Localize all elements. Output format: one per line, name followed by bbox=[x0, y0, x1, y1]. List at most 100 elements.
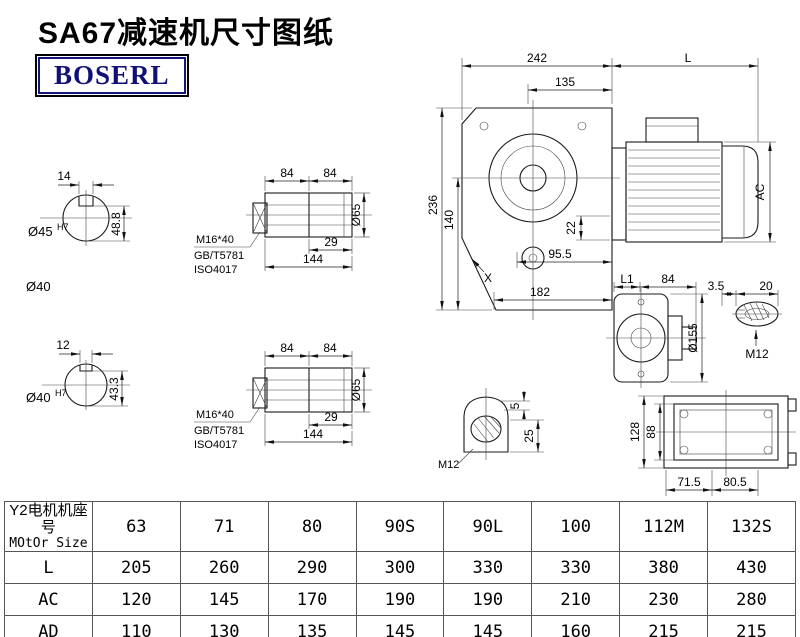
dim-total-length: 144 bbox=[303, 252, 323, 266]
shaft-end-detail: 5 25 M12 bbox=[438, 388, 544, 471]
table-row-frame-sizes: Y2电机机座号 MOtOr Size 63 71 80 90S 90L 100 … bbox=[4, 501, 796, 552]
value-cell: 215 bbox=[707, 615, 796, 637]
frame-size-cell: 80 bbox=[267, 501, 357, 552]
bore-dia-label: Ø40 bbox=[26, 390, 51, 405]
dim-base-width: 182 bbox=[530, 285, 550, 299]
dim-shaft-dia: Ø65 bbox=[349, 378, 363, 401]
dim-total-length: 144 bbox=[303, 427, 323, 441]
standard-label-iso: ISO4017 bbox=[194, 264, 237, 276]
value-cell: 380 bbox=[619, 551, 708, 584]
dim-L1: L1 bbox=[620, 272, 634, 286]
thread-label: M12 bbox=[438, 459, 459, 471]
value-cell: 135 bbox=[267, 615, 357, 637]
bolt-spec-label: M16*40 bbox=[196, 409, 234, 421]
value-cell: 215 bbox=[619, 615, 708, 637]
bore-fit-label: H7 bbox=[57, 222, 69, 232]
standard-label-iso: ISO4017 bbox=[194, 439, 237, 451]
value-cell: 280 bbox=[707, 583, 796, 616]
value-cell: 260 bbox=[179, 551, 269, 584]
output-shaft-view-2: 84 84 29 144 Ø65 M16*40 GB/T5781 ISO4017 bbox=[194, 341, 372, 451]
frame-size-cell: 100 bbox=[531, 501, 621, 552]
dim-housing-dia: Ø155 bbox=[686, 323, 700, 353]
value-cell: 160 bbox=[531, 615, 621, 637]
dim-motor-length-L: L bbox=[685, 51, 692, 65]
value-cell: 330 bbox=[531, 551, 621, 584]
bore-section-bottom: 12 43.3 Ø40 H7 bbox=[26, 338, 130, 410]
dim-segment-1: 84 bbox=[280, 341, 294, 355]
dim-key-length: 29 bbox=[324, 410, 338, 424]
dim-inner-height: 88 bbox=[644, 425, 658, 439]
motor-size-table: Y2电机机座号 MOtOr Size 63 71 80 90S 90L 100 … bbox=[4, 501, 796, 637]
dim-height: 128 bbox=[628, 422, 642, 442]
dim-25: 25 bbox=[522, 429, 536, 443]
dim-motor-dia-AC: AC bbox=[753, 183, 767, 200]
frame-size-cell: 132S bbox=[707, 501, 796, 552]
output-shaft-view-1: 84 84 29 144 Ø65 M16*40 GB/T5781 ISO4017 bbox=[194, 166, 372, 276]
value-cell: 130 bbox=[179, 615, 269, 637]
value-cell: 210 bbox=[531, 583, 621, 616]
dim-span-left: 71.5 bbox=[677, 475, 701, 489]
dim-step: 22 bbox=[564, 221, 578, 235]
value-cell: 145 bbox=[179, 583, 269, 616]
dim-segment-1: 84 bbox=[280, 166, 294, 180]
frame-size-cell: 112M bbox=[619, 501, 708, 552]
dim-5: 5 bbox=[508, 402, 522, 409]
value-cell: 300 bbox=[355, 551, 445, 584]
dim-center-to-face: 135 bbox=[555, 75, 575, 89]
value-cell: 290 bbox=[267, 551, 357, 584]
brand-logo: BOSERL bbox=[35, 54, 189, 97]
brand-logo-text: BOSERL bbox=[38, 57, 186, 94]
table-row-AC: AC 120 145 170 190 190 210 230 280 bbox=[4, 583, 796, 616]
frame-size-cell: 71 bbox=[179, 501, 269, 552]
dim-half-width: 95.5 bbox=[548, 247, 572, 261]
header-cn: Y2电机机座号 bbox=[9, 502, 88, 536]
dim-span-right: 80.5 bbox=[723, 475, 747, 489]
dim-segment-2: 84 bbox=[323, 166, 337, 180]
value-cell: 205 bbox=[91, 551, 181, 584]
dim-key-depth: 3.5 bbox=[708, 279, 725, 293]
bore-mid-label: Ø40 bbox=[26, 279, 51, 294]
gearbox-side-view: L1 84 Ø155 20 3.5 M12 bbox=[606, 272, 782, 388]
standard-label-gb: GB/T5781 bbox=[194, 425, 244, 437]
dim-shaft-dia: Ø65 bbox=[349, 203, 363, 226]
dim-keyway-width: 14 bbox=[57, 169, 71, 183]
dim-key-length: 29 bbox=[324, 235, 338, 249]
table-row-L: L 205 260 290 300 330 330 380 430 bbox=[4, 551, 796, 584]
value-cell: 110 bbox=[91, 615, 181, 637]
dim-depth: 84 bbox=[661, 272, 675, 286]
frame-size-cell: 90L bbox=[443, 501, 533, 552]
value-cell: 190 bbox=[355, 583, 445, 616]
table-header-motor-size: Y2电机机座号 MOtOr Size bbox=[4, 501, 93, 552]
dim-overall-height: 48.8 bbox=[109, 212, 123, 236]
bore-fit-label: H7 bbox=[55, 388, 67, 398]
standard-label-gb: GB/T5781 bbox=[194, 250, 244, 262]
dim-overall-height: 43.3 bbox=[107, 377, 121, 401]
page-title: SA67减速机尺寸图纸 bbox=[38, 17, 335, 50]
value-cell: 145 bbox=[443, 615, 533, 637]
dim-keyway-width: 12 bbox=[56, 338, 70, 352]
bolt-spec-label: M16*40 bbox=[196, 234, 234, 246]
dim-total-height: 236 bbox=[426, 195, 440, 215]
value-cell: 120 bbox=[91, 583, 181, 616]
value-cell: 190 bbox=[443, 583, 533, 616]
row-label: AC bbox=[4, 583, 93, 616]
dim-segment-2: 84 bbox=[323, 341, 337, 355]
row-label: L bbox=[4, 551, 93, 584]
value-cell: 230 bbox=[619, 583, 708, 616]
dim-key-width: 20 bbox=[759, 279, 773, 293]
surface-ref-label: X bbox=[484, 271, 492, 285]
table-row-AD: AD 110 130 135 145 145 160 215 215 bbox=[4, 615, 796, 637]
dim-axis-height: 140 bbox=[442, 210, 456, 230]
header-en: MOtOr Size bbox=[9, 536, 88, 551]
mounting-top-view: 128 88 71.5 80.5 bbox=[628, 390, 797, 496]
technical-drawing: 14 48.8 Ø45 H7 Ø40 12 43.3 Ø40 H7 bbox=[26, 51, 797, 496]
row-label: AD bbox=[4, 615, 93, 637]
bore-dia-label: Ø45 bbox=[28, 224, 53, 239]
frame-size-cell: 63 bbox=[91, 501, 181, 552]
bore-section-top: 14 48.8 Ø45 H7 bbox=[28, 169, 132, 246]
main-front-view: 242 L 135 236 140 22 AC 95.5 bbox=[426, 51, 776, 320]
thread-label: M12 bbox=[745, 347, 769, 361]
value-cell: 330 bbox=[443, 551, 533, 584]
value-cell: 430 bbox=[707, 551, 796, 584]
